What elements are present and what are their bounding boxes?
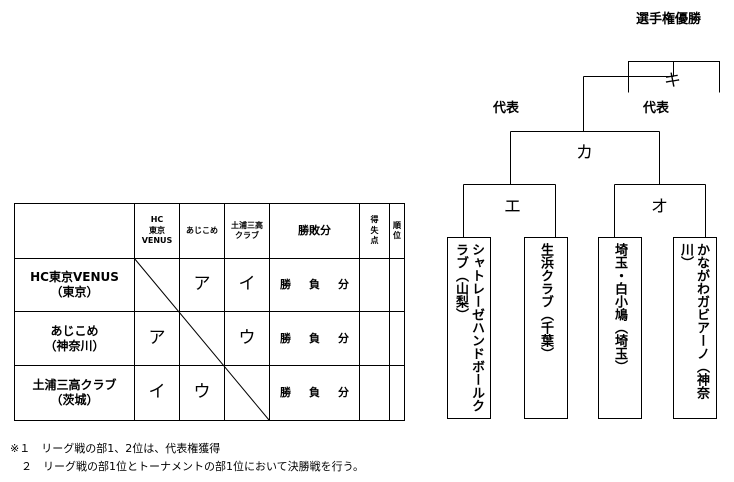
node-ki: キ [664,71,681,91]
table-row-2-team: あじこめ （神奈川） [15,312,134,365]
tournament-team-3: 埼玉・白小鳩（埼玉） [611,243,627,415]
team-1-name: シャトレーゼハンドボール [469,243,484,399]
tournament-team-4: かながわガビアーノ（神奈川） [677,243,709,415]
row-3-cell-1: イ [148,382,166,403]
team-2-name: 生浜クラブ [538,243,553,308]
header-result: 勝敗分 [298,224,331,238]
score-loss-label: 負 [309,331,320,345]
node-o: オ [651,197,668,217]
header-points: 得 失 点 [370,215,379,246]
note-line-2: ２ リーグ戦の部1位とトーナメントの部1位において決勝戦を行う。 [10,460,365,473]
header-rank: 順 位 [393,220,401,240]
row-1-cell-3: イ [238,274,256,295]
header-team-hc-tokyo-venus: HC 東京 VENUS [141,215,173,246]
row-3-team-name: 土浦三高クラブ [32,378,117,392]
row-3-team-pref: （茨城） [50,393,99,407]
row-2-team-name: あじこめ [50,323,99,338]
node-ka: カ [576,143,593,163]
score-loss-label: 負 [309,278,320,292]
team-3-pref: （埼玉） [612,321,627,373]
score-win-label: 勝 [280,278,291,292]
champion-label: 選手権優勝 [636,12,702,27]
team-4-pref: （神奈川） [678,243,709,399]
row-3-cell-2: ウ [193,382,211,403]
table-row-3-team: 土浦三高クラブ （茨城） [15,366,134,420]
score-draw-label: 分 [338,278,349,292]
team-3-name: 埼玉・白小鳩 [612,243,627,321]
node-e: エ [504,197,521,217]
row-3-cell-3 [225,366,269,420]
header-team-ajikome: あじこめ [186,225,218,235]
score-loss-label: 負 [309,386,320,400]
row-3-result: 勝 負 分 [270,366,359,420]
table-row-1-team: HC東京VENUS （東京） [15,259,134,311]
representative-label-right: 代表 [643,101,670,116]
row-2-cell-1: ア [148,327,166,348]
row-1-cell-1 [135,259,179,311]
note-line-1: ※１ リーグ戦の部1、2位は、代表権獲得 [10,442,221,455]
score-win-label: 勝 [280,331,291,345]
team-1-pref: クラブ（山梨） [453,243,484,412]
tournament-team-1: シャトレーゼハンドボールクラブ（山梨） [452,243,484,415]
row-2-cell-3: ウ [238,327,256,348]
row-1-team-name: HC東京VENUS [30,270,119,284]
row-2-result: 勝 負 分 [270,312,359,365]
row-1-result: 勝 負 分 [270,259,359,311]
score-draw-label: 分 [338,386,349,400]
score-draw-label: 分 [338,331,349,345]
score-win-label: 勝 [280,386,291,400]
row-1-cell-2: ア [193,274,211,295]
row-2-team-pref: （神奈川） [44,338,105,353]
header-team-tsuchiura: 土浦三高 クラブ [231,220,263,240]
representative-label-left: 代表 [493,101,520,116]
row-1-team-pref: （東京） [50,285,99,299]
row-2-cell-2 [180,312,224,365]
team-2-pref: （千葉） [538,308,553,360]
tournament-team-2: 生浜クラブ（千葉） [537,243,553,415]
team-4-name: かながわガビアーノ [694,243,709,360]
